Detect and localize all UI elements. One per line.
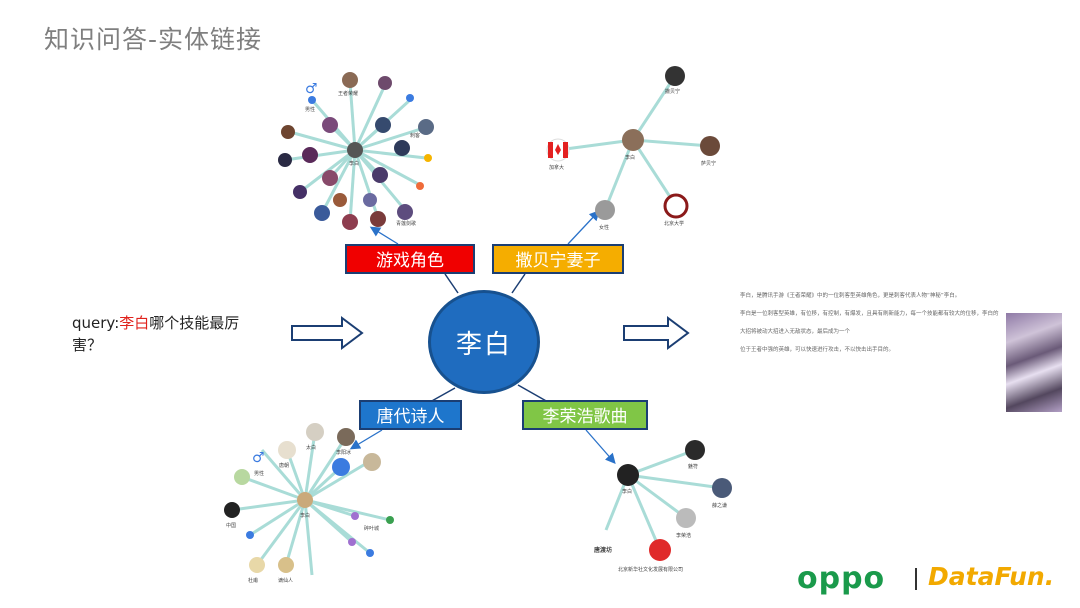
node-label: 碎叶城 xyxy=(364,526,380,532)
node-label: 撒贝宁 xyxy=(665,89,681,95)
node-label: 男性 xyxy=(254,471,265,477)
kg-poet-graph: ♂ xyxy=(224,423,394,576)
node-label: 唐渡坊 xyxy=(594,547,613,554)
logo-divider xyxy=(915,568,917,590)
node-label: 李阳冰 xyxy=(336,450,352,456)
right-block-arrow-right xyxy=(623,316,690,350)
answer-line: 李白是一位刺客型英雄，有位移，有控制，有爆发，且具有刷新能力，每一个技能都有较大… xyxy=(740,311,999,335)
node-label: 李白 xyxy=(625,155,636,161)
svg-text:♂: ♂ xyxy=(305,81,318,97)
svg-text:♂: ♂ xyxy=(252,450,265,466)
node-label: 北京大学 xyxy=(664,221,685,227)
node-label: 魅符 xyxy=(688,464,699,470)
node-label: 刺客 xyxy=(410,133,421,139)
kg-game-graph: ♂ xyxy=(278,72,434,230)
answer-line: 位于王者中强的英雄，可以快速进行攻击，不以快击出手目的。 xyxy=(740,347,895,353)
branch-song: 李荣浩歌曲 xyxy=(522,400,648,430)
node-label: 杜甫 xyxy=(248,578,259,584)
node-label: 唐朝 xyxy=(279,463,290,469)
node-label: 李白 xyxy=(300,513,311,519)
query-text: query:李白哪个技能最厉害？ xyxy=(72,312,257,356)
node-label: 男性 xyxy=(305,107,316,113)
branch-tang-poet: 唐代诗人 xyxy=(359,400,462,430)
node-label: 北京新华社文化发展有限公司 xyxy=(618,567,684,573)
query-entity: 李白 xyxy=(119,314,150,332)
node-label: 李白 xyxy=(349,161,360,167)
node-label: 太白 xyxy=(306,445,317,451)
node-label: 谪仙人 xyxy=(278,578,294,584)
node-label: 李白 xyxy=(622,489,633,495)
branch-wife: 撒贝宁妻子 xyxy=(492,244,624,274)
node-label: 青莲剑歌 xyxy=(396,221,417,227)
node-label: 加拿大 xyxy=(549,165,565,171)
node-label: 女性 xyxy=(599,225,610,231)
slide-title: 知识问答-实体链接 xyxy=(44,25,263,54)
datafun-logo: DataFun. xyxy=(928,562,1055,591)
query-suffix: 哪个技能最厉害？ xyxy=(72,314,240,354)
node-label: 王者荣耀 xyxy=(338,91,359,97)
answer-text: 李白，是腾讯手游《王者荣耀》中的一位刺客型英雄角色，更是刺客代表人物“神秘”李白… xyxy=(740,287,1000,359)
node-label: 李荣浩 xyxy=(676,533,692,539)
kg-song-graph xyxy=(604,440,732,561)
node-label: 薛之谦 xyxy=(712,503,728,509)
oppo-logo: oppo xyxy=(797,561,886,596)
answer-line: 李白，是腾讯手游《王者荣耀》中的一位刺客型英雄角色，更是刺客代表人物“神秘”李白… xyxy=(740,293,961,299)
branch-game-character: 游戏角色 xyxy=(345,244,475,274)
center-entity-circle: 李白 xyxy=(428,290,540,394)
li-bai-game-image xyxy=(1006,313,1062,412)
kg-wife-graph xyxy=(546,66,720,220)
node-label: 萨贝宁 xyxy=(701,161,717,167)
node-label: 中国 xyxy=(226,523,237,529)
right-block-arrow-left xyxy=(291,316,364,350)
query-prefix: query: xyxy=(72,314,120,332)
